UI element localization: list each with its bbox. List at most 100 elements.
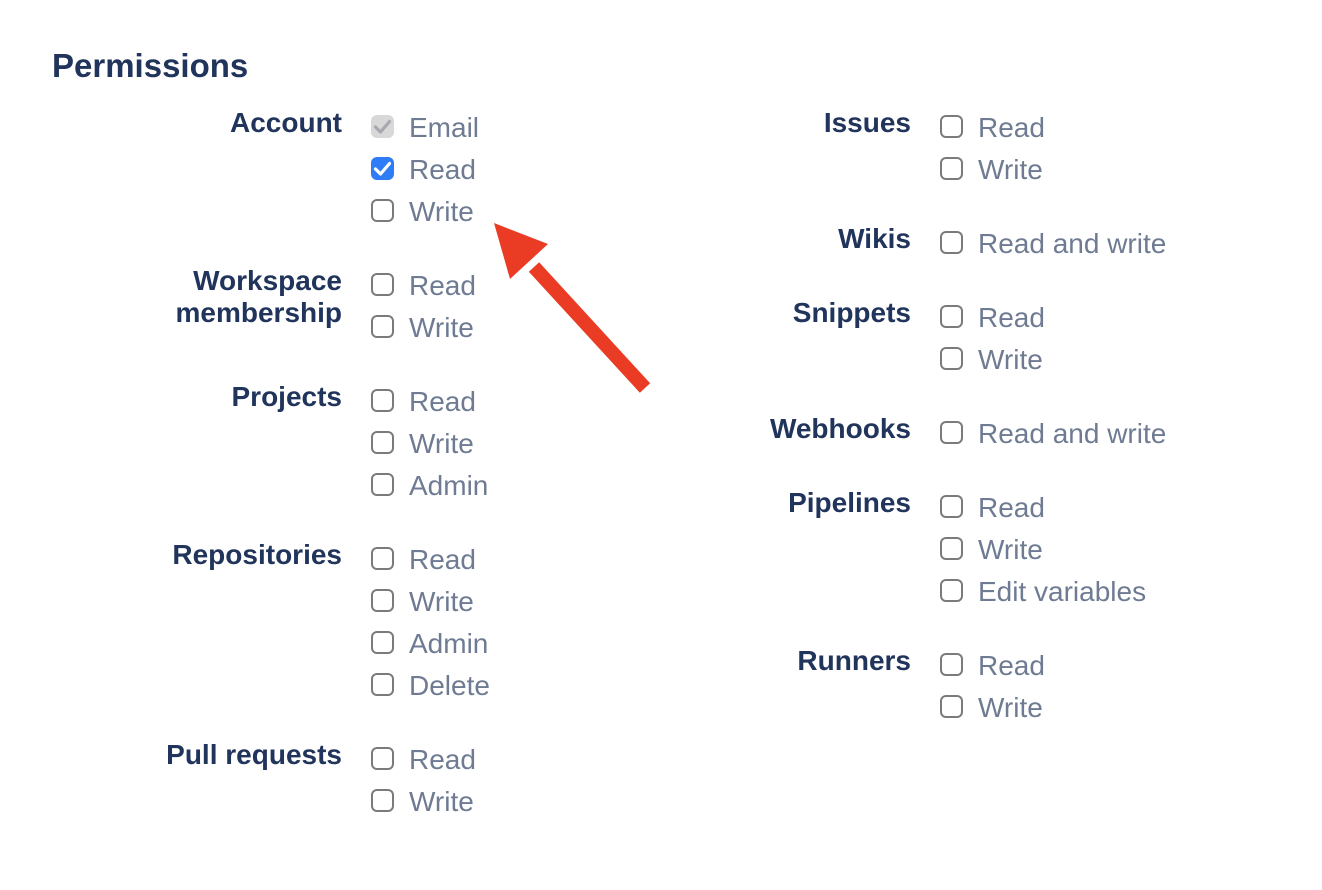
checkbox-projects-read[interactable] <box>371 389 394 412</box>
checkbox-repositories-admin[interactable] <box>371 631 394 654</box>
option-projects-admin[interactable]: Admin <box>371 471 488 513</box>
checkbox-account-email <box>371 115 394 138</box>
checkbox-pipelines-edit-variables[interactable] <box>940 579 963 602</box>
option-projects-read[interactable]: Read <box>371 387 488 429</box>
group-label-webhooks: Webhooks <box>769 413 911 444</box>
option-workspace-membership-read[interactable]: Read <box>371 271 476 313</box>
group-label-pipelines: Pipelines <box>788 487 911 518</box>
group-label-issues: Issues <box>823 107 911 138</box>
option-pull-requests-write[interactable]: Write <box>371 787 476 829</box>
group-label-projects: Projects <box>231 381 343 412</box>
checkbox-pipelines-read[interactable] <box>940 495 963 518</box>
checkbox-projects-admin[interactable] <box>371 473 394 496</box>
check-icon <box>373 161 392 176</box>
option-projects-write[interactable]: Write <box>371 429 488 471</box>
page-title: Permissions <box>52 47 249 84</box>
option-repositories-read[interactable]: Read <box>371 545 490 587</box>
permission-group-webhooks: Webhooks Read and write <box>651 413 1166 461</box>
option-label-email: Email <box>409 112 480 143</box>
option-account-write[interactable]: Write <box>371 197 479 239</box>
option-label-write: Write <box>409 196 474 227</box>
option-workspace-membership-write[interactable]: Write <box>371 313 476 355</box>
option-label-read: Read <box>978 302 1045 333</box>
option-label-write: Write <box>978 154 1043 185</box>
option-wikis-read-and-write[interactable]: Read and write <box>940 229 1166 271</box>
option-label-write: Write <box>409 312 474 343</box>
option-snippets-write[interactable]: Write <box>940 345 1045 387</box>
checkbox-workspace-membership-write[interactable] <box>371 315 394 338</box>
group-label-account: Account <box>230 107 342 138</box>
check-icon <box>373 119 392 134</box>
checkbox-repositories-write[interactable] <box>371 589 394 612</box>
checkbox-wikis-read-and-write[interactable] <box>940 231 963 254</box>
option-runners-read[interactable]: Read <box>940 651 1045 693</box>
checkbox-pipelines-write[interactable] <box>940 537 963 560</box>
checkbox-projects-write[interactable] <box>371 431 394 454</box>
option-pipelines-read[interactable]: Read <box>940 493 1146 535</box>
checkbox-account-write[interactable] <box>371 199 394 222</box>
option-account-email[interactable]: Email <box>371 113 479 155</box>
option-label-read: Read <box>978 112 1045 143</box>
option-snippets-read[interactable]: Read <box>940 303 1045 345</box>
option-account-read[interactable]: Read <box>371 155 479 197</box>
option-label-read-and-write: Read and write <box>978 228 1167 259</box>
option-repositories-write[interactable]: Write <box>371 587 490 629</box>
options-wikis: Read and write <box>940 229 1166 271</box>
option-pipelines-write[interactable]: Write <box>940 535 1146 577</box>
checkbox-workspace-membership-read[interactable] <box>371 273 394 296</box>
checkbox-runners-write[interactable] <box>940 695 963 718</box>
option-pull-requests-read[interactable]: Read <box>371 745 476 787</box>
checkbox-snippets-read[interactable] <box>940 305 963 328</box>
checkbox-issues-write[interactable] <box>940 157 963 180</box>
group-label-repositories: Repositories <box>172 539 342 570</box>
group-label-pull-requests: Pull requests <box>166 739 342 770</box>
checkbox-snippets-write[interactable] <box>940 347 963 370</box>
checkbox-pull-requests-read[interactable] <box>371 747 394 770</box>
group-label-runners: Runners <box>797 645 911 676</box>
option-webhooks-read-and-write[interactable]: Read and write <box>940 419 1166 461</box>
checkbox-account-read[interactable] <box>371 157 394 180</box>
checkbox-pull-requests-write[interactable] <box>371 789 394 812</box>
option-label-write: Write <box>409 428 474 459</box>
option-label-write: Write <box>409 586 474 617</box>
option-label-edit-variables: Edit variables <box>978 576 1147 607</box>
checkbox-repositories-delete[interactable] <box>371 673 394 696</box>
option-runners-write[interactable]: Write <box>940 693 1045 735</box>
option-label-read: Read <box>978 650 1045 681</box>
group-label-snippets: Snippets <box>792 297 911 328</box>
checkbox-repositories-read[interactable] <box>371 547 394 570</box>
option-label-write: Write <box>978 692 1043 723</box>
option-label-read: Read <box>409 154 476 185</box>
option-label-write: Write <box>978 344 1043 375</box>
option-pipelines-edit-variables[interactable]: Edit variables <box>940 577 1146 619</box>
option-label-read-and-write: Read and write <box>978 418 1167 449</box>
option-issues-read[interactable]: Read <box>940 113 1045 155</box>
group-label-workspace-membership: Workspace membership <box>175 265 343 328</box>
checkbox-issues-read[interactable] <box>940 115 963 138</box>
option-repositories-delete[interactable]: Delete <box>371 671 490 713</box>
option-issues-write[interactable]: Write <box>940 155 1045 197</box>
checkbox-webhooks-read-and-write[interactable] <box>940 421 963 444</box>
checkbox-runners-read[interactable] <box>940 653 963 676</box>
option-label-admin: Admin <box>409 470 489 501</box>
option-repositories-admin[interactable]: Admin <box>371 629 490 671</box>
option-label-read: Read <box>409 744 476 775</box>
